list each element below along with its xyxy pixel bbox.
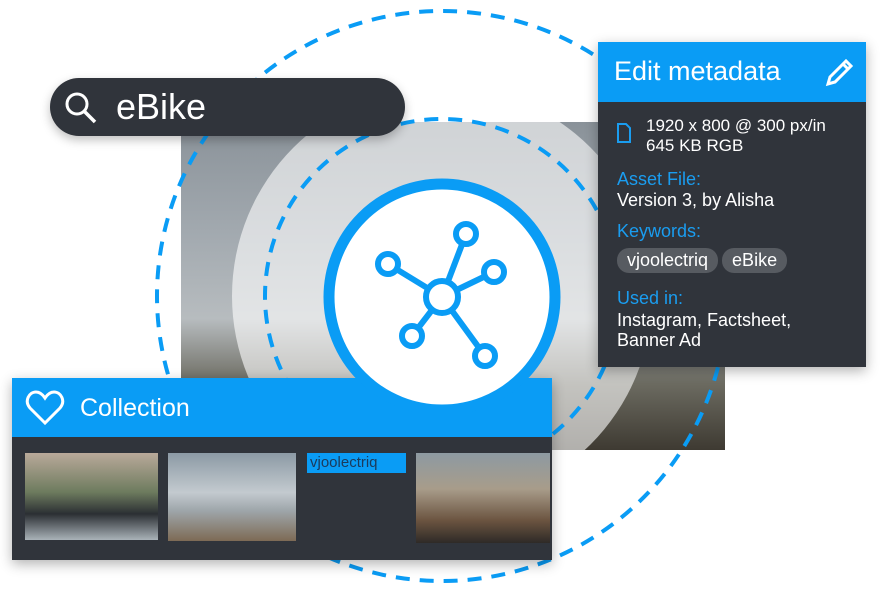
keywords-label: Keywords: [617,221,702,241]
file-icon [617,123,631,143]
used-in-label: Used in: [617,288,684,308]
pencil-icon[interactable] [824,56,856,88]
collection-thumbnail[interactable] [168,453,296,541]
heart-icon[interactable] [25,389,65,427]
file-size: 645 KB RGB [646,136,744,155]
metadata-title: Edit metadata [614,56,781,86]
logo-text: vjoolectriq [310,454,378,471]
edit-metadata-panel: Edit metadata 1920 x 800 @ 300 px/in 645… [598,42,866,367]
brand-logo: vjoolectriq [307,453,406,473]
used-in-line-2: Banner Ad [617,330,702,350]
collection-title: Collection [80,394,190,422]
collection-thumbnail[interactable] [416,453,550,543]
used-in-line-1: Instagram, Factsheet, [617,310,792,330]
metadata-header: Edit metadata [598,42,866,102]
asset-file-value: Version 3, by Alisha [617,190,775,210]
search-query[interactable]: eBike [116,86,207,127]
collection-panel: Collection vjoolectriq [12,378,552,560]
keyword-chip[interactable]: vjoolectriq [617,248,719,273]
asset-file-label: Asset File: [617,169,702,189]
file-dimensions: 1920 x 800 @ 300 px/in [646,116,826,135]
search-icon [65,92,97,124]
collection-header: Collection [12,378,552,437]
search-bar[interactable]: eBike [50,78,405,136]
collection-thumbnail[interactable] [25,453,158,540]
keyword-chip[interactable]: eBike [722,248,788,273]
